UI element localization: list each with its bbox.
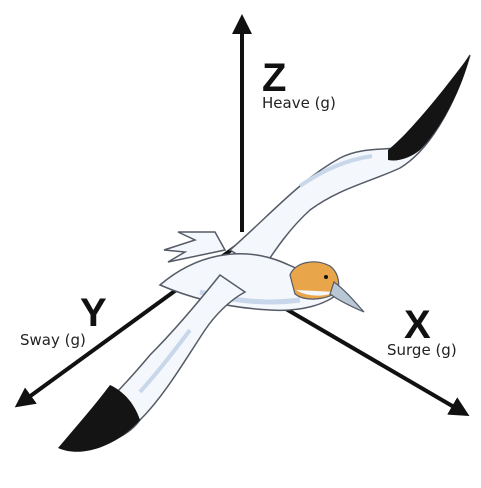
x-axis-letter: X (404, 305, 431, 345)
y-axis-label: Sway (g) (20, 333, 86, 348)
x-axis-label: Surge (g) (387, 343, 457, 358)
z-axis-label: Heave (g) (262, 96, 336, 111)
gannet-bird-illustration (58, 55, 470, 452)
z-axis-letter: Z (262, 58, 286, 98)
y-axis-letter: Y (80, 293, 107, 333)
